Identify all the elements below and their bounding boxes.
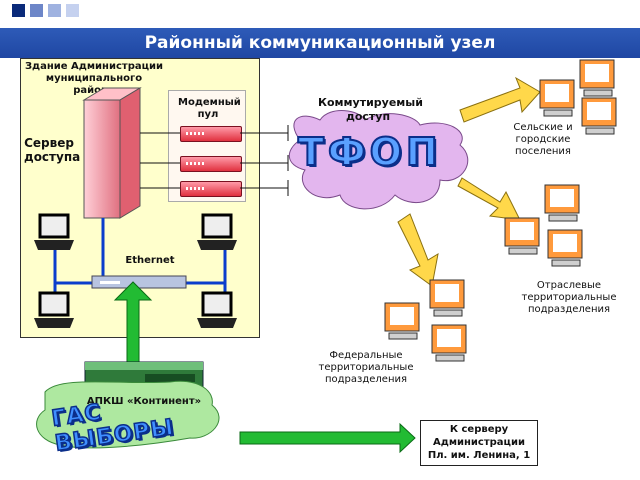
pstn-cloud [288,110,469,210]
laptop-bottom-left [34,291,74,328]
page-title: Районный коммуникационный узел [144,33,496,53]
federal-label: Федеральные территориальные подразделени… [318,350,414,385]
building-label: Здание Администрации муниципального райо… [24,61,164,96]
pstn-label: ТФОП [297,129,442,175]
modem-pool-label: Модемный пул [178,97,241,120]
pc-rural-3 [581,97,617,135]
dialup-lines [140,125,289,196]
server-tower [82,87,142,219]
pc-industry-3 [547,229,583,267]
laptop-top-left [34,213,74,250]
pc-industry-1 [544,184,580,222]
pc-federal-3 [431,324,467,362]
pc-rural-2 [539,79,575,117]
laptop-top-right [197,213,237,250]
server-box-line-1: К серверу [449,424,509,435]
decor-square-4 [66,4,79,17]
apksh-label: АПКШ «Континент» [86,396,202,407]
pc-rural-1 [579,59,615,97]
up-arrow-green [113,281,153,363]
modem-1 [180,126,242,142]
decor-square-2 [30,4,43,17]
decor-square-3 [48,4,61,17]
decor-square-1 [12,4,25,17]
pc-industry-2 [504,217,540,255]
ethernet-hub [91,275,187,289]
title-bar [0,28,640,58]
rural-label: Сельские и городские поселения [513,122,573,157]
pc-federal-2 [384,302,420,340]
arrow-to-federal [397,213,439,287]
server-box-line-3: Пл. им. Ленина, 1 [427,450,531,461]
server-label: Сервер доступа [24,136,81,164]
laptop-bottom-right [197,291,237,328]
server-box-line-2: Администрации [433,437,525,448]
switched-access-label: Коммутируемый доступ [318,96,423,123]
ethernet-label: Ethernet [125,255,175,266]
pc-federal-1 [429,279,465,317]
industry-label: Отраслевые территориальные подразделения [521,280,617,315]
modem-2 [180,156,242,172]
arrow-to-industry [457,177,521,221]
arrow-to-rural [459,76,541,123]
modem-3 [180,181,242,197]
target-server-box [420,420,538,466]
gas-vybory-shape [36,380,220,449]
arrow-to-server [239,422,416,454]
